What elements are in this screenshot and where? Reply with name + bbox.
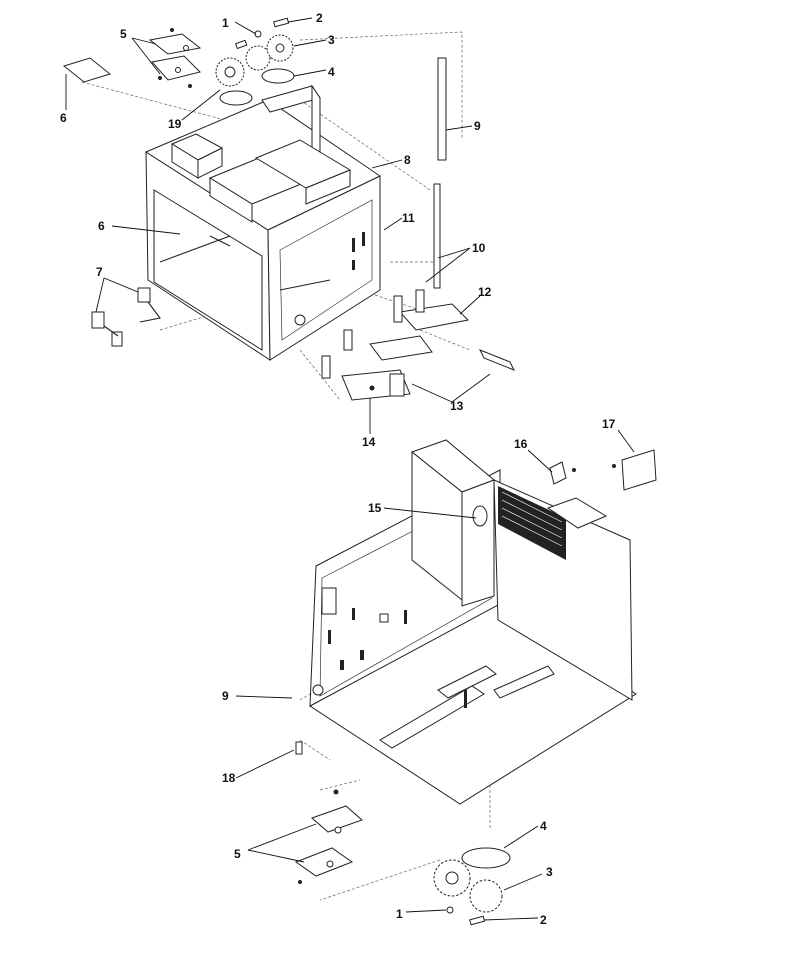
- callout-3-bottom: 3: [546, 865, 553, 879]
- part-10-rail: [433, 183, 441, 289]
- part-9-rail: [437, 57, 447, 161]
- callout-2-bottom: 2: [540, 913, 547, 927]
- callout-labels: 1 2 3 4 5 6 6 7 8 9 10 11 12 13 14 19 15…: [60, 11, 616, 927]
- lower-chassis: [309, 439, 637, 805]
- callout-leaders: [65, 17, 635, 921]
- upper-assembly: [62, 17, 516, 401]
- callout-1-top: 1: [222, 16, 229, 30]
- callout-14-top: 14: [362, 435, 376, 449]
- part-5-brackets-bottom: [294, 789, 363, 884]
- callout-5-top: 5: [120, 27, 127, 41]
- callout-4-top: 4: [328, 65, 335, 79]
- callout-6-top-a: 6: [60, 111, 67, 125]
- callout-18-bottom: 18: [222, 771, 236, 785]
- part-16-latch: [549, 461, 576, 485]
- callout-6-top-b: 6: [98, 219, 105, 233]
- callout-12-top: 12: [478, 285, 492, 299]
- part-12-13-14-brackets: [321, 289, 516, 401]
- callout-7-top: 7: [96, 265, 103, 279]
- vent-grille: [498, 486, 566, 560]
- callout-17-bottom: 17: [602, 417, 616, 431]
- callout-13-top: 13: [450, 399, 464, 413]
- lower-assembly: [294, 439, 657, 926]
- callout-4-bottom: 4: [540, 819, 547, 833]
- upper-chassis: [144, 84, 381, 361]
- callout-3-top: 3: [328, 33, 335, 47]
- callout-11-top: 11: [402, 211, 415, 225]
- gear-train-bottom: [433, 847, 511, 926]
- callout-1-bottom: 1: [396, 907, 403, 921]
- callout-9-bottom: 9: [222, 689, 229, 703]
- part-17-cover: [612, 449, 657, 491]
- part-5-brackets: [148, 28, 202, 88]
- callout-5-bottom: 5: [234, 847, 241, 861]
- callout-8-top: 8: [404, 153, 411, 167]
- gear-train-top: [215, 17, 295, 106]
- part-7-sensor: [91, 287, 161, 347]
- callout-19-top: 19: [168, 117, 182, 131]
- part-18-clip: [295, 741, 303, 755]
- callout-16-bottom: 16: [514, 437, 528, 451]
- callout-2-top: 2: [316, 11, 323, 25]
- callout-9-top: 9: [474, 119, 481, 133]
- part-6-sheet: [62, 57, 112, 83]
- callout-15-bottom: 15: [368, 501, 382, 515]
- callout-10-top: 10: [472, 241, 486, 255]
